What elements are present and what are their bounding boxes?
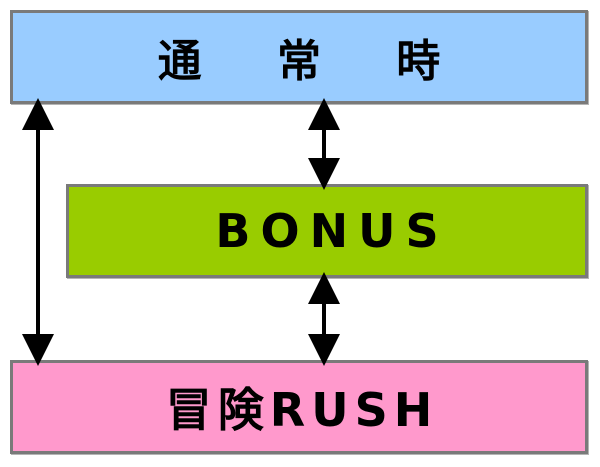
node-adventure-rush: 冒険RUSH xyxy=(10,360,588,454)
node-normal-state: 通 常 時 xyxy=(10,10,588,104)
